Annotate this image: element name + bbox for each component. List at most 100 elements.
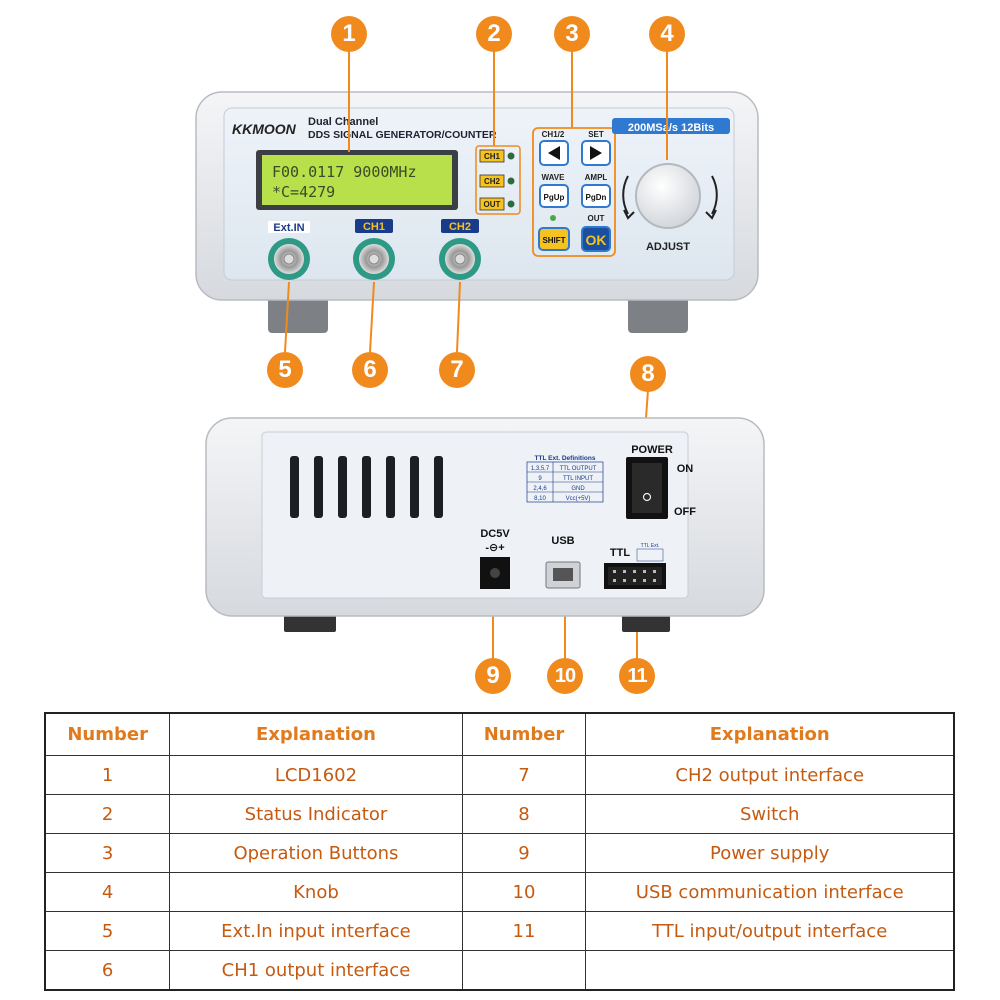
- row-explanation: Power supply: [585, 833, 955, 873]
- label-wave: WAVE: [542, 173, 566, 182]
- ttl-def-r4-pins: 8,10: [534, 496, 546, 502]
- lcd-screen: [262, 155, 452, 205]
- dc-label: DC5V: [480, 528, 510, 540]
- ch1-port-label: CH1: [363, 221, 385, 233]
- callout-2: 2: [476, 16, 512, 52]
- dc-power-jack[interactable]: [480, 557, 510, 589]
- table-row: 2 Status Indicator 8 Switch: [44, 794, 955, 834]
- callout-7: 7: [439, 352, 475, 388]
- indicator-ch2-label: CH2: [484, 177, 501, 186]
- pgup-button[interactable]: [539, 184, 569, 208]
- ttl-def-r3-pins: 2,4,6: [533, 486, 547, 492]
- shift-label: SHIFT: [542, 236, 565, 245]
- row-explanation: Switch: [585, 794, 955, 834]
- row-number: 10: [461, 872, 587, 912]
- header-explanation-1: Explanation: [169, 712, 463, 756]
- lcd-line-2: *C=4279: [272, 183, 335, 201]
- callout-9: 9: [475, 658, 511, 694]
- back-foot-right: [622, 612, 670, 632]
- table-row: 1 LCD1602 7 CH2 output interface: [44, 755, 955, 795]
- row-number: 4: [44, 872, 171, 912]
- right-arrow-icon: [590, 146, 602, 160]
- callout-3: 3: [554, 16, 590, 52]
- row-explanation: CH2 output interface: [585, 755, 955, 795]
- row-number: 8: [461, 794, 587, 834]
- indicator-out-label: OUT: [484, 200, 501, 209]
- table-row: 5 Ext.In input interface 11 TTL input/ou…: [44, 911, 955, 951]
- indicator-ch2-led: [507, 177, 515, 185]
- callout-1: 1: [331, 16, 367, 52]
- ttl-def-r1-pins: 1,3,5,7: [531, 466, 550, 472]
- indicator-ch1-led: [507, 152, 515, 160]
- header-explanation-2: Explanation: [585, 712, 955, 756]
- spec-badge: [612, 118, 730, 134]
- adjust-knob[interactable]: [622, 163, 718, 229]
- ttl-def-r4-desc: Vcc(+5V): [566, 496, 591, 502]
- pgdn-label: PgDn: [586, 193, 607, 202]
- ttl-small-label: TTL Ext.: [641, 543, 660, 549]
- row-explanation: Ext.In input interface: [169, 911, 463, 951]
- label-ch12: CH1/2: [542, 130, 565, 139]
- lcd-line-1: F00.0117 9000MHz: [272, 163, 417, 181]
- ok-label: OK: [586, 232, 607, 248]
- brand-logo: KKMOON: [232, 121, 297, 137]
- pgup-label: PgUp: [544, 193, 565, 202]
- table-row: 3 Operation Buttons 9 Power supply: [44, 833, 955, 873]
- row-number: 7: [461, 755, 587, 795]
- ch1-port[interactable]: CH1: [353, 219, 395, 280]
- usb-label: USB: [551, 535, 574, 547]
- ttl-def-r2-pins: 9: [538, 476, 542, 482]
- indicator-out-led: [507, 200, 515, 208]
- row-number: 5: [44, 911, 171, 951]
- dc-polarity-icon: -⊖+: [485, 542, 504, 554]
- row-explanation: LCD1602: [169, 755, 463, 795]
- callout-10: 10: [547, 658, 583, 694]
- ok-button[interactable]: [581, 226, 611, 252]
- legend-table: Number Explanation Number Explanation 1 …: [44, 712, 955, 991]
- usb-port[interactable]: [545, 561, 581, 589]
- ch2-port-label: CH2: [449, 221, 471, 233]
- power-label: POWER: [631, 444, 673, 456]
- power-on-label: ON: [677, 463, 694, 475]
- model-line-1: Dual Channel: [308, 116, 378, 128]
- callout-5: 5: [267, 352, 303, 388]
- indicator-ch1-label: CH1: [484, 152, 501, 161]
- back-panel-device: [205, 417, 765, 632]
- ttl-definitions-table: TTL Ext. Definitions 1,3,5,7 TTL OUTPUT …: [526, 455, 604, 503]
- power-switch[interactable]: [626, 457, 668, 519]
- extin-label: Ext.IN: [273, 222, 304, 234]
- ch2-port[interactable]: CH2: [439, 219, 481, 280]
- ttl-def-r3-desc: GND: [571, 486, 585, 492]
- pgdn-button[interactable]: [581, 184, 611, 208]
- shift-button[interactable]: [538, 227, 570, 251]
- legend-header-row: Number Explanation Number Explanation: [44, 712, 955, 756]
- extin-port[interactable]: Ext.IN: [268, 221, 310, 280]
- row-number: 9: [461, 833, 587, 873]
- header-number-1: Number: [44, 712, 171, 756]
- label-out: OUT: [588, 214, 605, 223]
- ttl-header-port[interactable]: [604, 563, 666, 589]
- ttl-pin-map: [636, 548, 664, 562]
- callout-6: 6: [352, 352, 388, 388]
- callout-4: 4: [649, 16, 685, 52]
- callout-8: 8: [630, 356, 666, 392]
- row-number: 11: [461, 911, 587, 951]
- vent-slots: [290, 456, 443, 518]
- row-number: 1: [44, 755, 171, 795]
- power-off-label: OFF: [674, 506, 696, 518]
- row-explanation: Status Indicator: [169, 794, 463, 834]
- row-explanation: [585, 950, 955, 991]
- model-line-2: DDS SIGNAL GENERATOR/COUNTER: [308, 129, 497, 141]
- table-row: 4 Knob 10 USB communication interface: [44, 872, 955, 912]
- row-explanation: CH1 output interface: [169, 950, 463, 991]
- status-indicators: CH1 CH2 OUT: [475, 145, 521, 215]
- device-illustration: KKMOON Dual Channel DDS SIGNAL GENERATOR…: [195, 50, 765, 660]
- shift-led: [550, 215, 556, 221]
- row-number: [461, 950, 587, 991]
- left-arrow-icon: [548, 146, 560, 160]
- spec-badge-text: 200MSa/s 12Bits: [628, 122, 714, 134]
- row-number: 2: [44, 794, 171, 834]
- row-number: 6: [44, 950, 171, 991]
- label-set: SET: [588, 130, 604, 139]
